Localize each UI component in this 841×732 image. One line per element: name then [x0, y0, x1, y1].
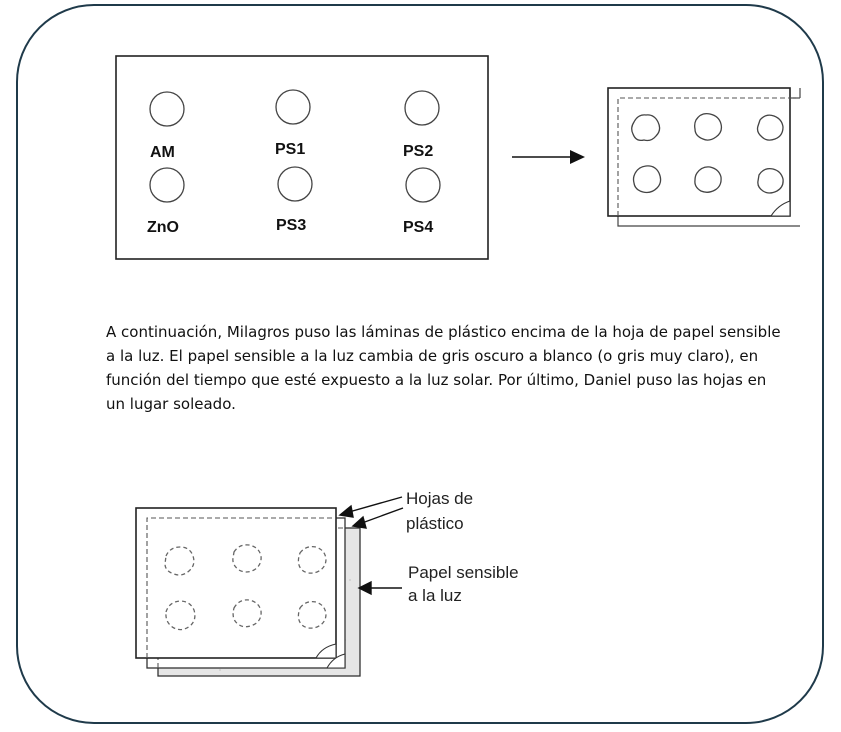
sample-circle-am [149, 91, 185, 127]
sample-circle-zno [149, 167, 185, 203]
sample-board: AM PS1 PS2 ZnO PS3 PS4 [115, 55, 489, 260]
label-photo-paper-1: Papel sensible [408, 563, 519, 582]
label-ps2: PS2 [403, 143, 433, 160]
label-plastic-sheets-1: Hojas de [406, 489, 473, 508]
label-ps3: PS3 [276, 217, 306, 234]
stacked-sheets-preview [607, 87, 801, 227]
sheets-arrows [338, 496, 404, 529]
paragraph-line: a la luz. El papel sensible a la luz cam… [106, 347, 759, 365]
sample-circle-ps2 [404, 90, 440, 126]
paragraph-line: un lugar soleado. [106, 395, 236, 413]
label-photo-paper-2: a la luz [408, 586, 462, 605]
sample-circle-ps3 [277, 166, 313, 202]
label-ps4: PS4 [403, 219, 433, 236]
label-ps1: PS1 [275, 141, 305, 158]
bottom-illustration: Hojas de plástico Papel sensible a la lu… [135, 489, 519, 677]
label-zno: ZnO [147, 219, 179, 236]
paper-arrow [357, 580, 402, 596]
description-paragraph: A continuación, Milagros puso las lámina… [106, 320, 818, 416]
label-am: AM [150, 144, 175, 161]
paragraph-line: función del tiempo que esté expuesto a l… [106, 371, 767, 389]
content-frame [16, 4, 824, 724]
label-plastic-sheets-2: plástico [406, 514, 464, 533]
sample-circle-ps4 [405, 167, 441, 203]
right-arrow [512, 150, 585, 164]
paragraph-line: A continuación, Milagros puso las lámina… [106, 323, 781, 341]
sample-circle-ps1 [275, 89, 311, 125]
